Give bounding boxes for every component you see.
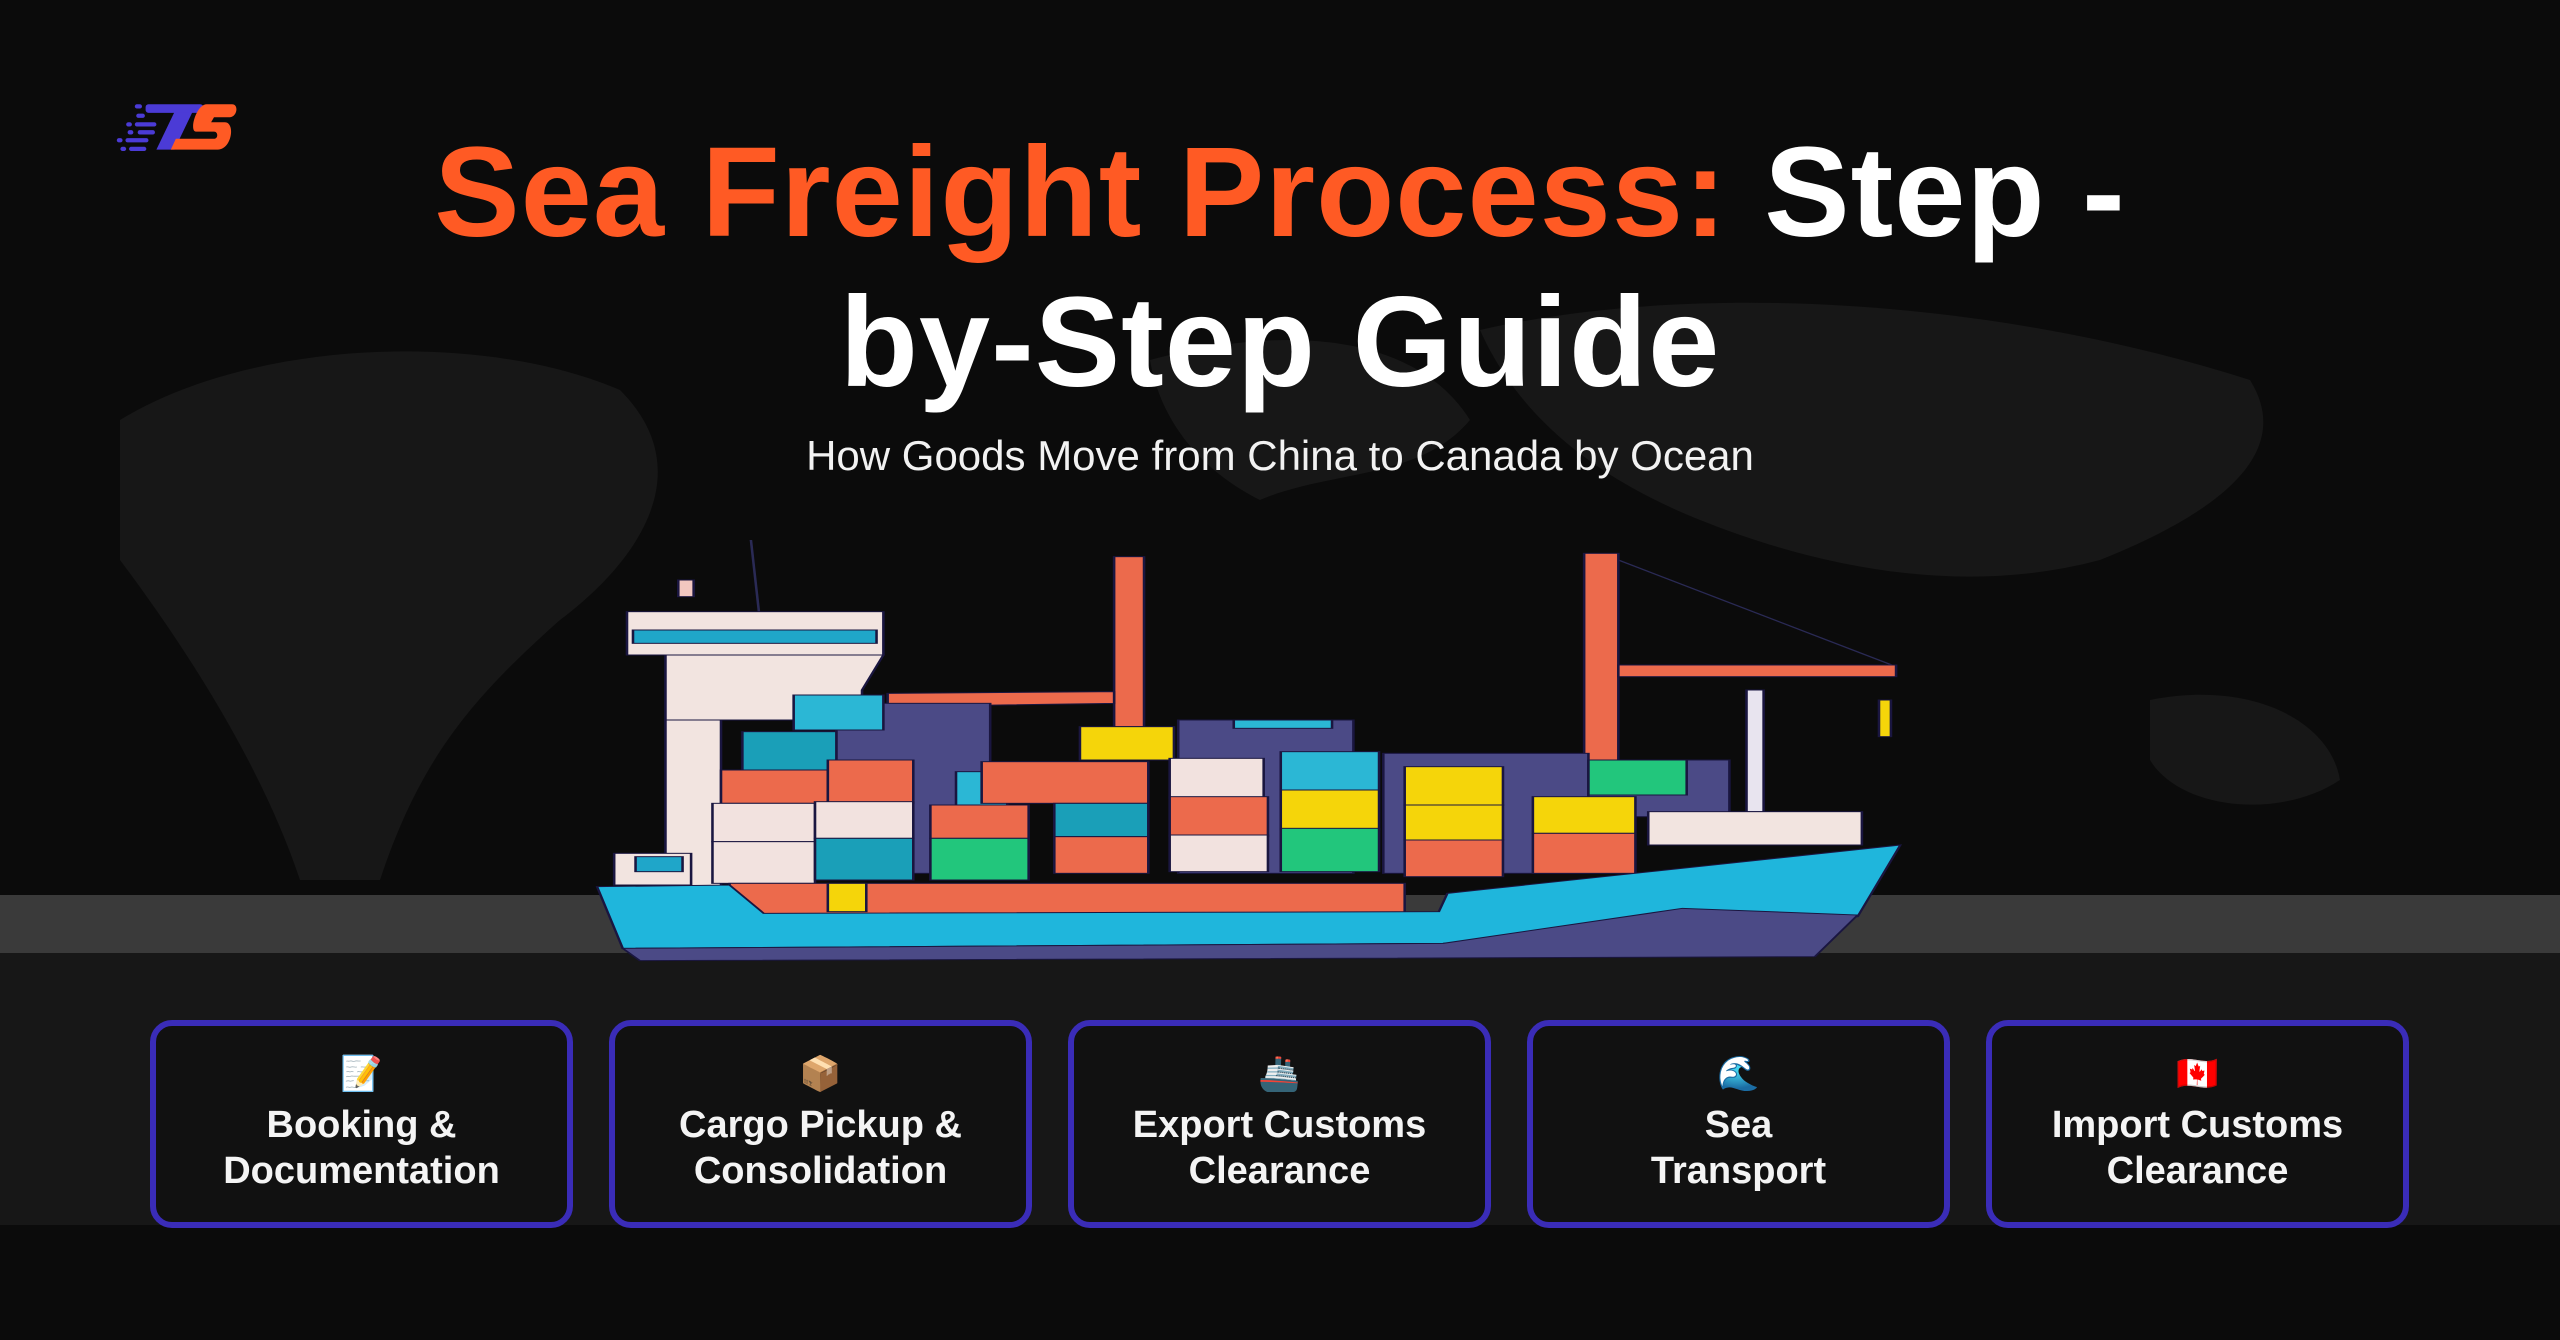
title-line-1: Sea Freight Process: Step -	[0, 118, 2560, 268]
step-label: Booking &Documentation	[156, 1102, 567, 1194]
shipping-container	[1403, 839, 1505, 878]
step-label-line2: Clearance	[2106, 1150, 2289, 1192]
step-label-line1: Cargo Pickup &	[679, 1104, 962, 1146]
title-line-2: by-Step Guide	[839, 271, 1721, 414]
shipping-container	[741, 731, 838, 771]
shipping-container	[1403, 766, 1505, 806]
shipping-container	[1168, 796, 1270, 838]
shipping-container	[1279, 827, 1381, 873]
ts-logo	[116, 104, 237, 152]
step-label-line2: Consolidation	[693, 1150, 948, 1192]
step-card-booking-documentation[interactable]: 📝 Booking &Documentation	[150, 1020, 573, 1228]
shipping-container	[1531, 796, 1637, 834]
shipping-container	[1053, 836, 1150, 874]
shipping-container	[792, 694, 885, 731]
shipping-container	[813, 801, 915, 839]
subtitle: How Goods Move from China to Canada by O…	[806, 432, 1754, 479]
container-ship-illustration	[595, 540, 1903, 962]
package-icon: 📦	[799, 1055, 842, 1093]
shipping-container	[1168, 834, 1270, 873]
shipping-container	[980, 761, 1150, 804]
step-label-line1: Export Customs	[1132, 1104, 1427, 1146]
page-title: Sea Freight Process: Step - by-Step Guid…	[0, 118, 2560, 418]
step-card-cargo-pickup[interactable]: 📦 Cargo Pickup &Consolidation	[609, 1020, 1032, 1228]
wave-icon: 🌊	[1717, 1055, 1760, 1093]
shipping-container	[1279, 789, 1381, 831]
shipping-container	[813, 837, 915, 881]
step-label-line1: Booking &	[266, 1104, 457, 1146]
step-label-line1: Sea	[1704, 1104, 1773, 1146]
shipping-container	[1279, 751, 1381, 791]
title-accent: Sea Freight Process:	[434, 121, 1728, 264]
shipping-container	[711, 841, 817, 884]
shipping-container	[719, 769, 830, 804]
step-label-line2: Documentation	[223, 1150, 500, 1192]
shipping-container	[1403, 804, 1505, 841]
shipping-container	[1531, 832, 1637, 874]
shipping-container	[1168, 757, 1265, 799]
shipping-container	[929, 837, 1030, 881]
shipping-container	[711, 802, 817, 843]
step-label-line2: Clearance	[1188, 1150, 1371, 1192]
memo-icon: 📝	[340, 1055, 383, 1093]
step-label: Cargo Pickup &Consolidation	[615, 1102, 1026, 1194]
shipping-container	[929, 804, 1030, 839]
shipping-container	[1587, 759, 1688, 796]
shipping-container	[1232, 719, 1334, 729]
shipping-container	[1078, 726, 1176, 761]
bottom-shadow	[0, 1225, 2560, 1340]
title-rest: Step -	[1727, 121, 2126, 264]
step-label-line2: Transport	[1650, 1150, 1827, 1192]
shipping-container	[826, 759, 915, 804]
step-label-line1: Import Customs	[2051, 1104, 2344, 1146]
ship-icon: 🚢	[1258, 1055, 1301, 1093]
shipping-container	[1053, 802, 1150, 838]
canada-flag-icon: 🇨🇦	[2176, 1055, 2219, 1093]
